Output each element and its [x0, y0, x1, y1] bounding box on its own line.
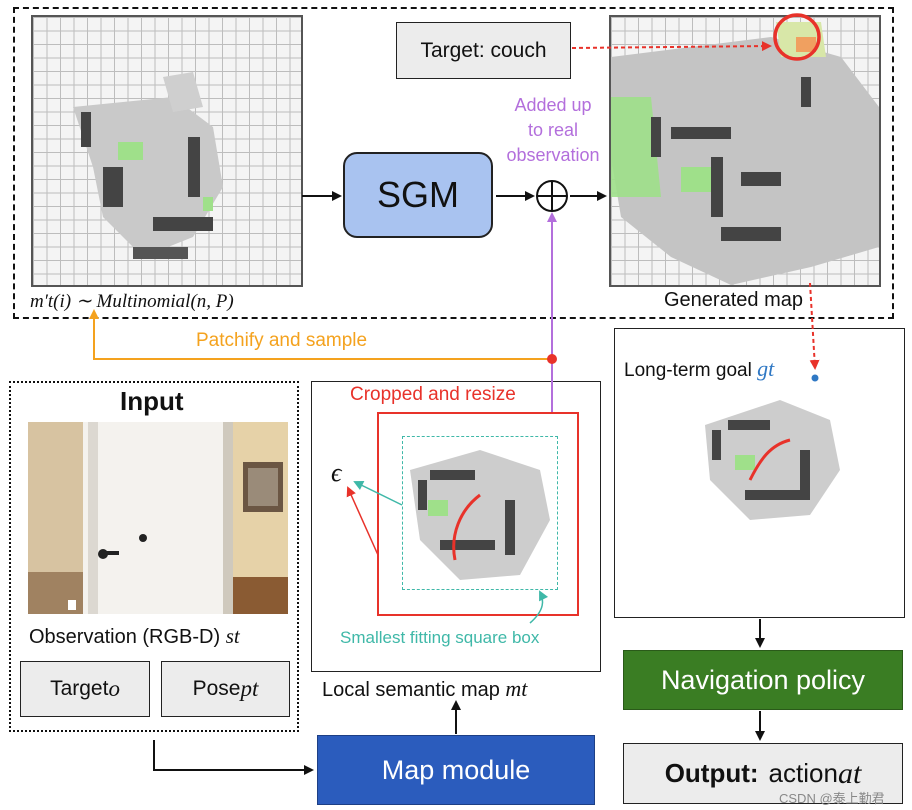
- target-o-label: Target: [50, 677, 109, 700]
- input-to-mapmodule-arrow: [153, 740, 314, 775]
- local-map-symbol: mt: [505, 676, 528, 701]
- local-map-blobs: [410, 450, 550, 580]
- add-circle-plus-icon: [536, 180, 568, 212]
- observation-caption-text: Observation (RGB-D): [29, 626, 226, 648]
- target-o-box: Target o: [20, 661, 150, 717]
- local-map-caption-text: Local semantic map: [322, 679, 506, 701]
- local-map-caption: Local semantic map mt: [322, 676, 527, 702]
- pose-box: Pose pt: [161, 661, 290, 717]
- target-to-map-arrow: [571, 41, 772, 52]
- output-bold-label: Output:: [664, 758, 759, 788]
- patchify-arrow: [89, 309, 552, 360]
- input-title: Input: [120, 386, 184, 416]
- pose-label: Pose: [192, 677, 241, 700]
- target-couch-box: Target: couch: [396, 22, 571, 79]
- sgm-label: SGM: [376, 174, 459, 215]
- goal-label: Long-term goal gt: [624, 356, 774, 382]
- target-couch-label: Target: couch: [420, 38, 547, 62]
- patchify-label: Patchify and sample: [196, 330, 368, 351]
- local-map-panel: [311, 381, 601, 672]
- sampled-map-grid: [31, 15, 303, 287]
- sampled-map-blobs: [73, 72, 223, 259]
- watermark: CSDN @泰上勤君: [779, 791, 885, 806]
- goal-symbol: gt: [757, 356, 775, 381]
- added-up-line-1: Added up: [514, 95, 592, 115]
- generated-map-blobs: [611, 22, 879, 285]
- target-o-symbol: o: [108, 676, 120, 701]
- observation-caption: Observation (RGB-D) st: [29, 624, 240, 649]
- epsilon-symbol: ϵ: [331, 458, 342, 487]
- input-panel: [9, 381, 299, 732]
- fit-label: Smallest fitting square box: [340, 628, 540, 647]
- epsilon-teal-arrow: [353, 481, 403, 506]
- added-up-label: Added up to real observation: [494, 93, 612, 168]
- target-highlight-circle: [773, 13, 821, 61]
- generated-map-grid: [609, 15, 881, 287]
- crop-label: Cropped and resize: [350, 384, 516, 405]
- navigation-policy-button[interactable]: Navigation policy: [623, 650, 903, 710]
- output-action-symbol: at: [837, 756, 862, 790]
- output-box: Output: action at: [623, 743, 903, 804]
- output-action-label: action: [768, 758, 838, 788]
- multinomial-formula: m′t(i) ∼ Multinomial(n, P): [30, 291, 234, 312]
- goal-label-text: Long-term goal: [624, 360, 758, 381]
- generated-map-caption: Generated map: [664, 289, 803, 311]
- goal-panel: [614, 328, 905, 618]
- added-up-line-3: observation: [506, 145, 600, 165]
- map-module-button[interactable]: Map module: [317, 735, 595, 805]
- observation-image: [28, 422, 288, 614]
- top-dashed-panel: [13, 7, 894, 319]
- map-to-goal-arrow: [809, 282, 820, 370]
- map-module-label: Map module: [381, 754, 531, 785]
- fit-label-arrow: [529, 590, 549, 624]
- observation-symbol: st: [225, 624, 240, 648]
- crop-red-box: [377, 412, 579, 616]
- fit-teal-box: [402, 436, 558, 590]
- epsilon-red-arrow: [346, 486, 379, 556]
- sgm-box: SGM: [343, 152, 493, 238]
- pose-symbol: pt: [240, 676, 259, 701]
- added-up-line-2: to real: [527, 120, 579, 140]
- navigation-policy-label: Navigation policy: [660, 664, 866, 695]
- junction-dot: [547, 354, 557, 364]
- goal-map-blobs: [705, 374, 840, 520]
